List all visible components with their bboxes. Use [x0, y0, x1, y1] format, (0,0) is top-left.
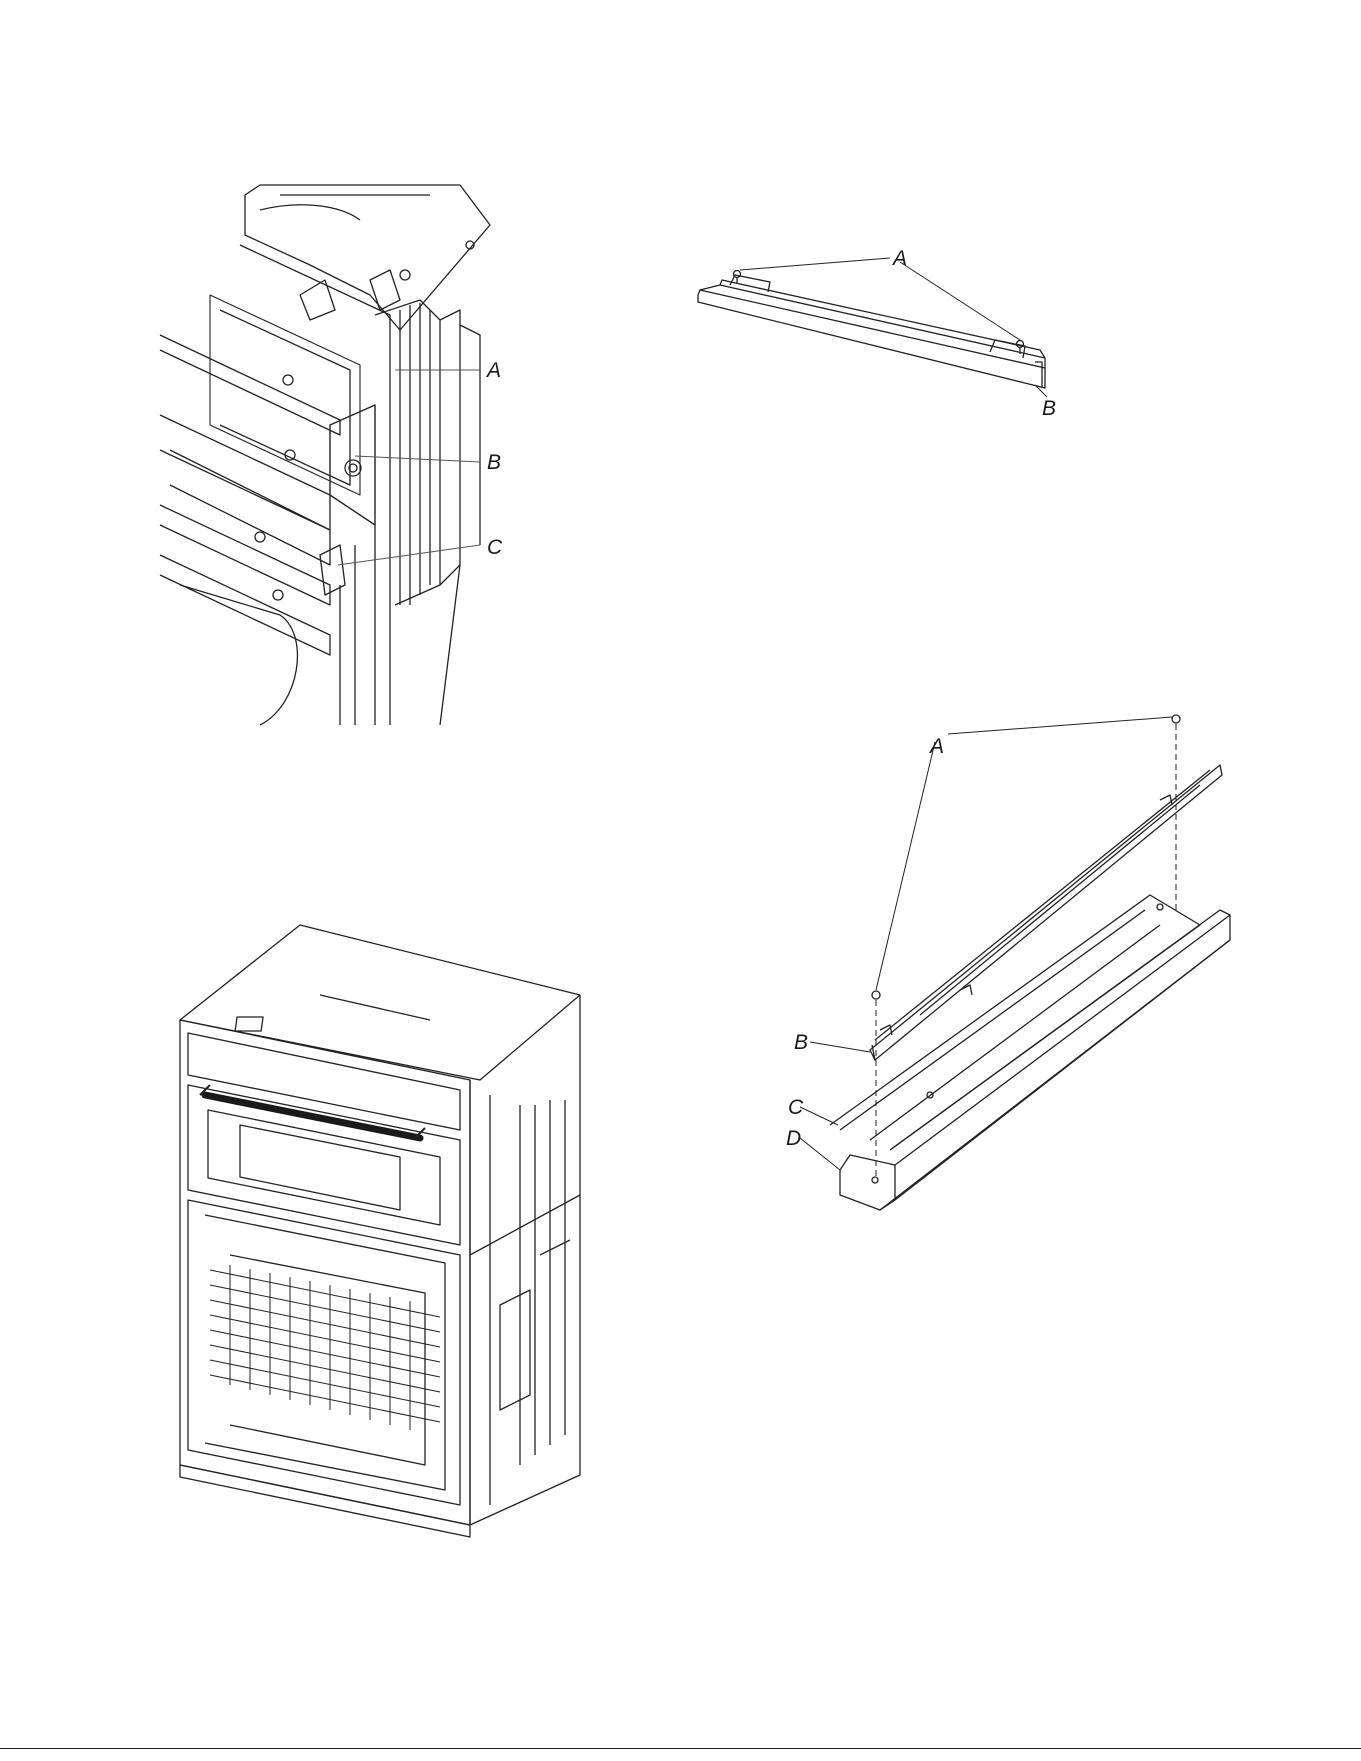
leader-a-right: [948, 717, 1172, 734]
side-bracket-callout-c: C: [487, 537, 502, 558]
bottom-rail-drawing: [780, 700, 1240, 1240]
side-bracket-callout-b: B: [487, 452, 501, 473]
oven-top-panel: [180, 925, 580, 1080]
leader-a-left: [876, 742, 935, 990]
oven-unit-figure: [170, 925, 590, 1525]
leader-d: [800, 1138, 840, 1170]
oven-unit-drawing: [170, 925, 590, 1525]
bottom-rail-callout-b: B: [794, 1032, 808, 1053]
leader-a-left: [740, 258, 890, 270]
side-bracket-leaders: [338, 370, 480, 565]
screw-left-icon: [872, 991, 880, 999]
trim-strip-callout-b: B: [1042, 398, 1056, 419]
leader-a-right: [900, 262, 1020, 340]
footer-rule: [0, 1748, 1361, 1749]
leader-b: [810, 1042, 870, 1052]
oven-body-linework: [180, 925, 580, 1537]
bottom-rail-callout-a: A: [930, 736, 944, 757]
trim-strip-callout-a: A: [893, 248, 907, 269]
trim-strip-leaders: [740, 258, 1047, 397]
screw-left-icon: [734, 271, 741, 278]
side-bracket-linework: [160, 185, 490, 725]
trim-strip-linework: [698, 271, 1045, 389]
leader-c: [800, 1107, 838, 1125]
leader-c: [338, 545, 480, 565]
lower-cavity: [188, 1200, 460, 1505]
bottom-rail-callout-c: C: [788, 1097, 803, 1118]
trim-strip-figure: [690, 240, 1090, 430]
leader-b: [355, 456, 480, 462]
bottom-rail-callout-d: D: [786, 1128, 801, 1149]
bottom-rail-figure: [780, 700, 1240, 1240]
side-bracket-callout-a: A: [487, 360, 501, 381]
trim-strip-drawing: [690, 240, 1090, 430]
screw-top-icon: [1172, 715, 1180, 723]
bottom-trim: [180, 1465, 470, 1537]
bottom-rail-linework: [830, 715, 1230, 1210]
